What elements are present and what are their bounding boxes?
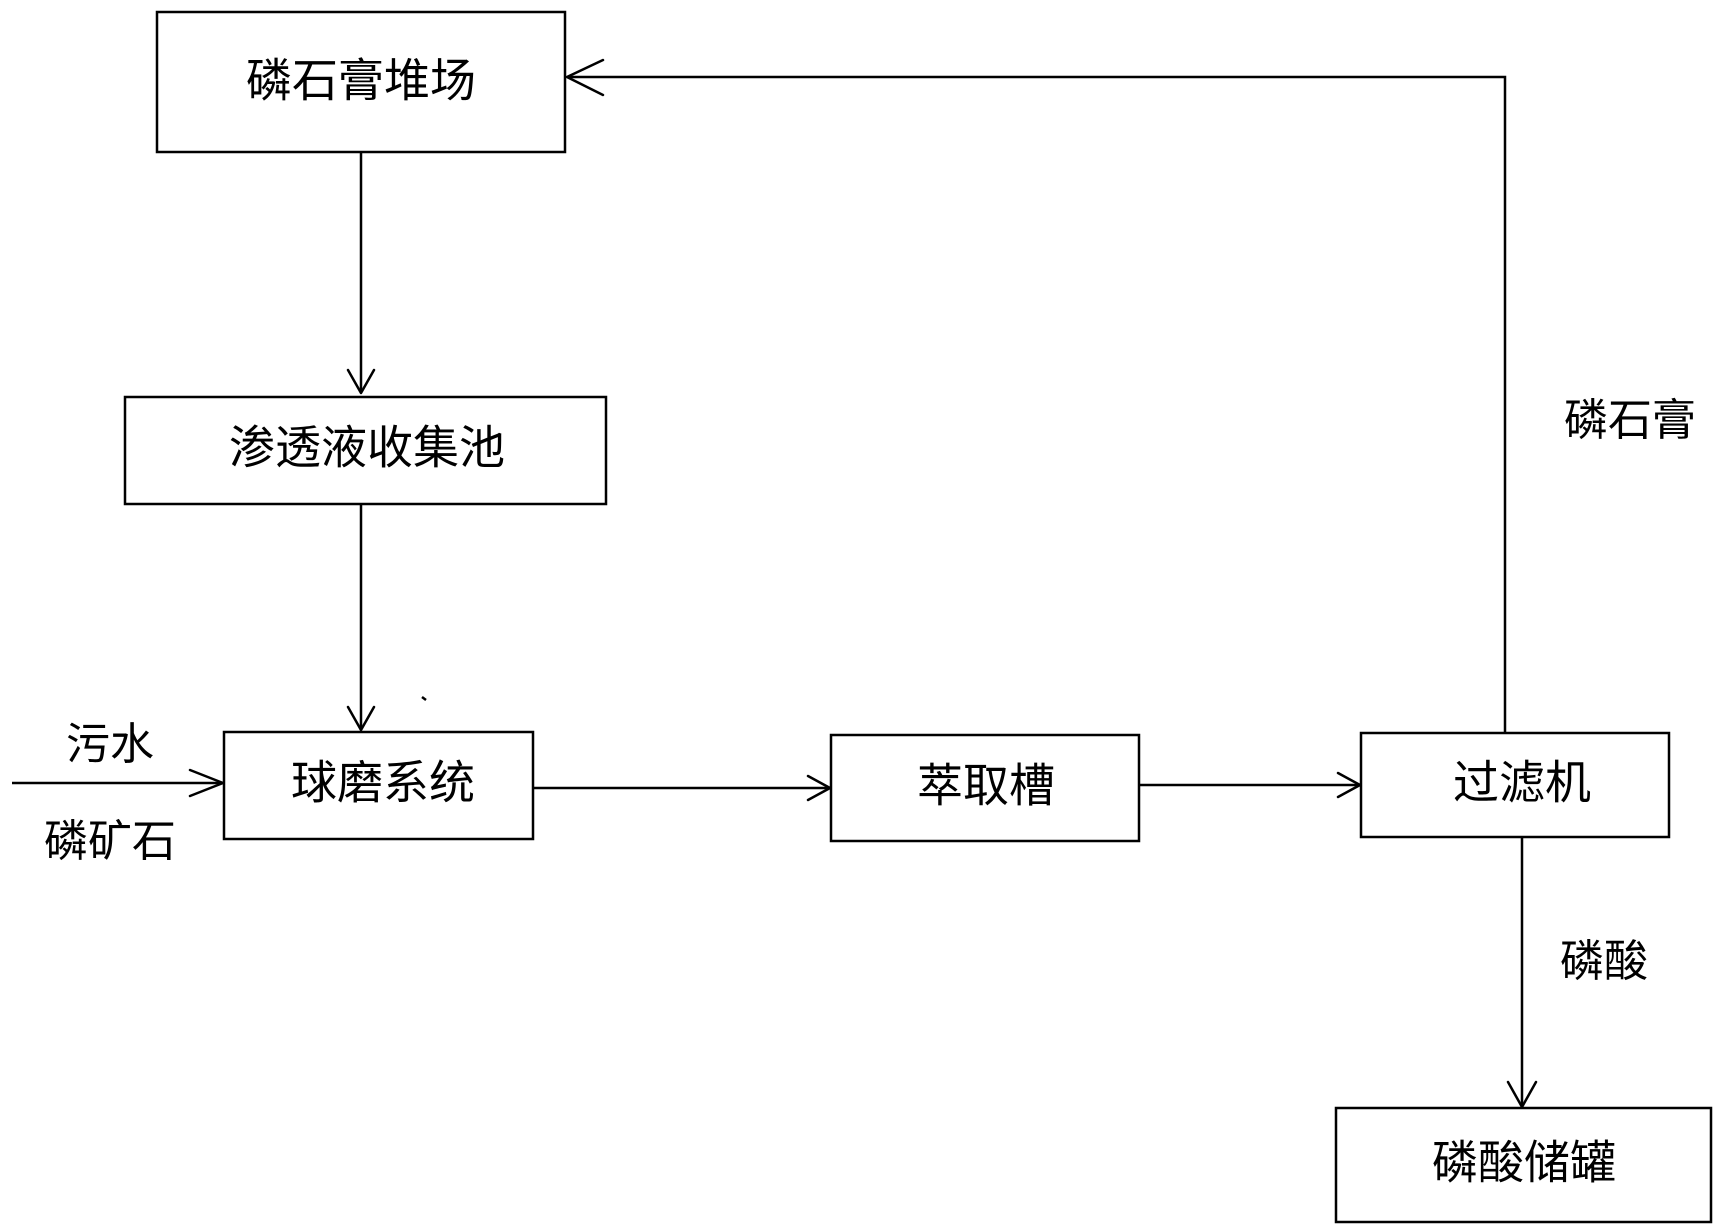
arrowhead-left-stockyard — [565, 58, 605, 97]
node-leachate-pool: 渗透液收集池 — [123, 395, 608, 506]
node-stockyard-label: 磷石膏堆场 — [246, 54, 476, 108]
edge-filter-to-stockyard — [567, 75, 1507, 732]
node-extraction-tank: 萃取槽 — [829, 733, 1141, 843]
stray-mark — [421, 696, 427, 701]
node-ball-mill: 球磨系统 — [222, 730, 535, 841]
edge-label-gypsum-return: 磷石膏 — [1564, 395, 1696, 446]
edge-label-phosphoric-acid: 磷酸 — [1560, 936, 1648, 987]
node-acid-tank: 磷酸储罐 — [1334, 1106, 1713, 1224]
edges — [12, 58, 1538, 1109]
arrowhead-down-ballmill — [346, 705, 376, 732]
node-extraction-tank-label: 萃取槽 — [917, 759, 1055, 813]
node-leachate-pool-label: 渗透液收集池 — [229, 421, 505, 475]
node-filter-label: 过滤机 — [1453, 756, 1591, 810]
input-phosphate-rock-label: 磷矿石 — [44, 816, 176, 867]
node-acid-tank-label: 磷酸储罐 — [1432, 1136, 1616, 1190]
node-ball-mill-label: 球磨系统 — [291, 756, 475, 810]
input-sewage-label: 污水 — [66, 719, 154, 770]
node-filter: 过滤机 — [1359, 731, 1671, 839]
node-stockyard: 磷石膏堆场 — [155, 10, 567, 154]
arrowhead-down-pool — [346, 368, 376, 395]
